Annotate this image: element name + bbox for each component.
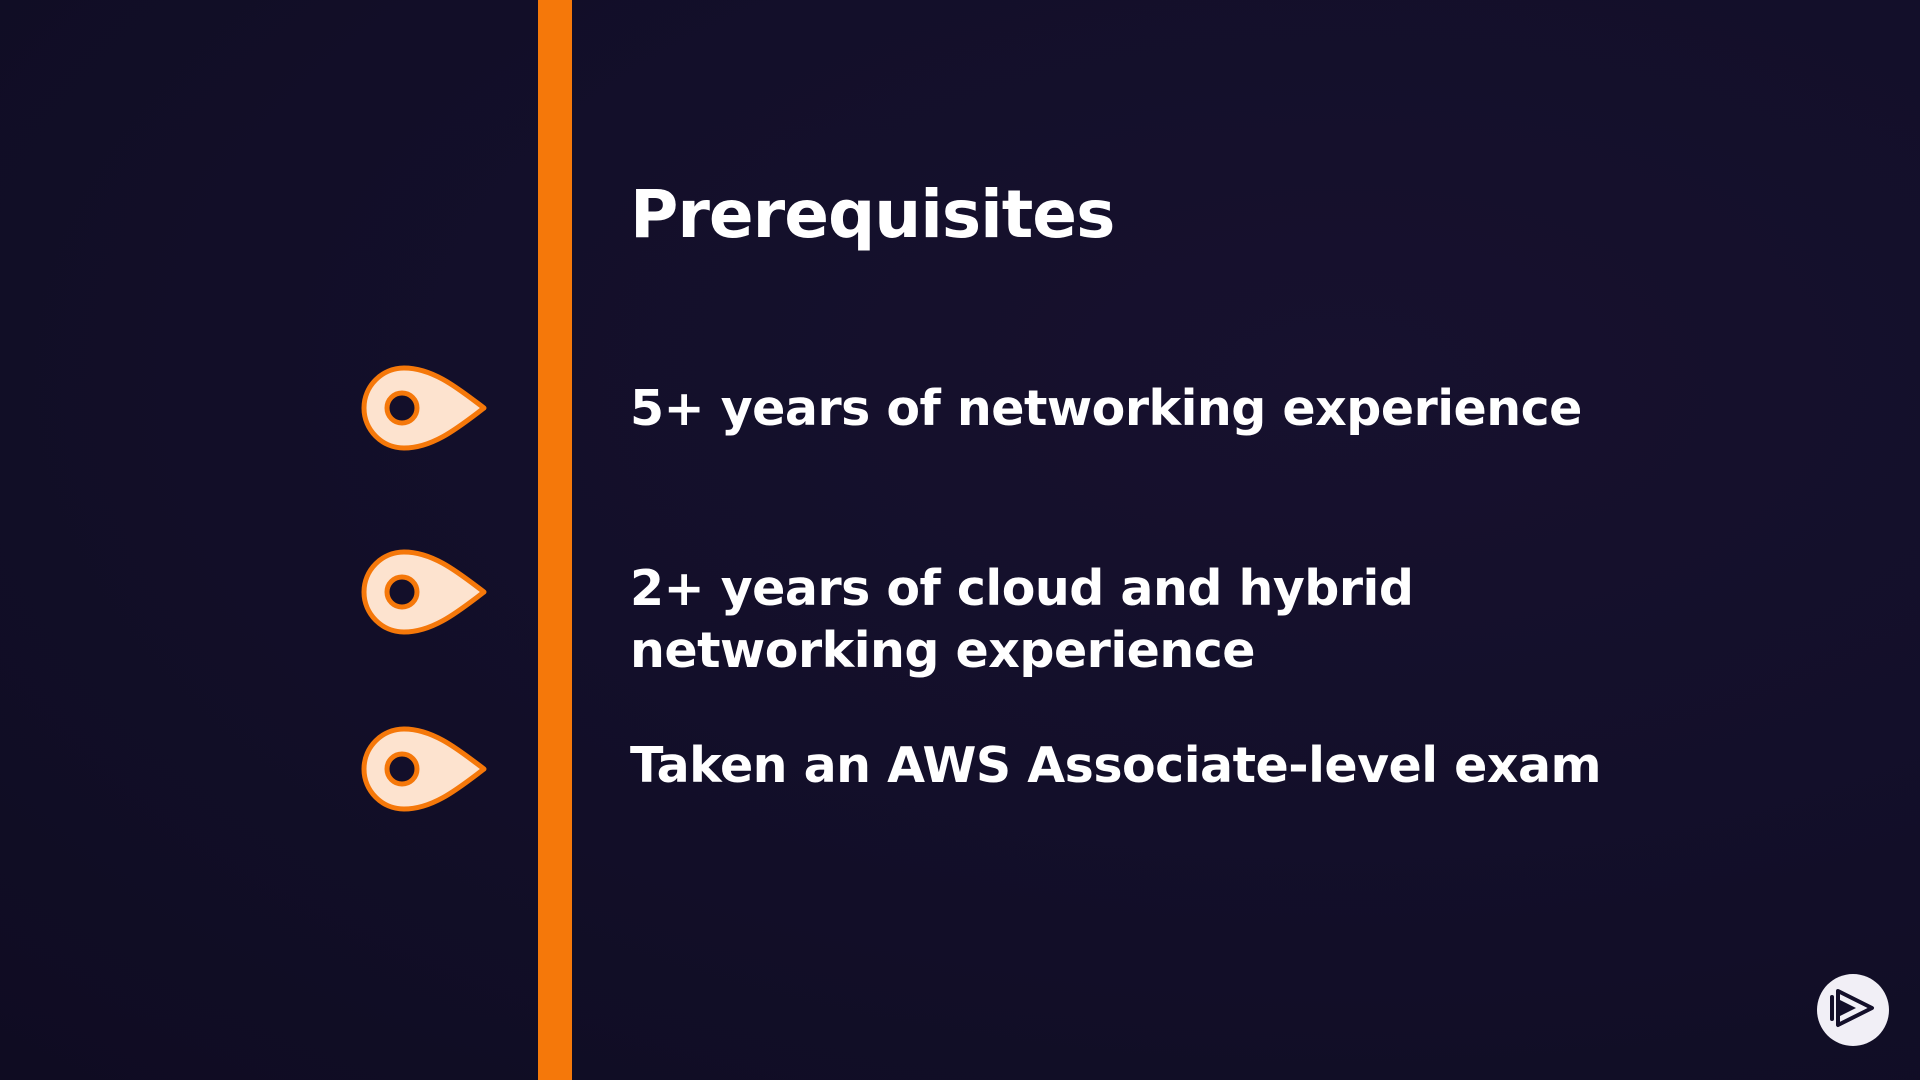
slide-title: Prerequisites bbox=[630, 176, 1115, 253]
bullet-text: Taken an AWS Associate-level exam bbox=[630, 737, 1602, 794]
bullet-text: 2+ years of cloud and hybrid networking … bbox=[630, 560, 1414, 679]
play-logo-icon bbox=[1830, 985, 1876, 1035]
location-pin-icon bbox=[360, 725, 488, 813]
accent-divider-bar bbox=[538, 0, 572, 1080]
location-pin-icon bbox=[360, 364, 488, 452]
location-pin-icon bbox=[360, 548, 488, 636]
bullet-text: 5+ years of networking experience bbox=[630, 380, 1582, 437]
brand-logo-badge bbox=[1817, 974, 1889, 1046]
